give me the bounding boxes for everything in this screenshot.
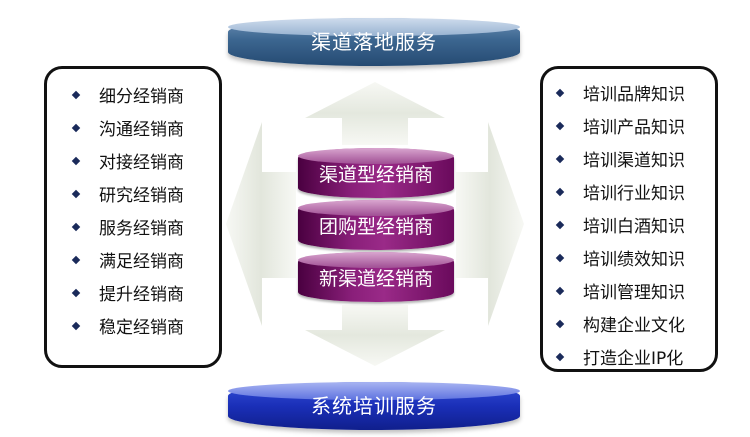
diamond-bullet-icon	[555, 352, 565, 361]
left-list-item: 对接经销商	[71, 144, 219, 177]
down-arrow	[305, 305, 445, 366]
center-stack-disc-new-channel: 新渠道经销商	[298, 252, 454, 302]
up-arrow	[305, 82, 445, 145]
left-list-item-label: 稳定经销商	[99, 318, 184, 338]
left-list: 细分经销商 沟通经销商 对接经销商 研究经销商 服务经销商 满足经销商 提升经销…	[47, 69, 219, 342]
diamond-bullet-icon	[71, 123, 81, 132]
right-list-item-label: 培训渠道知识	[583, 151, 685, 171]
left-list-box: 细分经销商 沟通经销商 对接经销商 研究经销商 服务经销商 满足经销商 提升经销…	[44, 66, 222, 368]
right-list-item: 培训绩效知识	[555, 241, 715, 274]
right-list-item-label: 培训白酒知识	[583, 217, 685, 237]
right-list: 培训品牌知识 培训产品知识 培训渠道知识 培训行业知识 培训白酒知识 培训绩效知…	[543, 69, 715, 373]
diamond-bullet-icon	[71, 189, 81, 198]
bottom-service-cylinder: 系统培训服务	[228, 382, 520, 430]
right-list-item: 构建企业文化	[555, 307, 715, 340]
right-list-item-label: 培训绩效知识	[583, 250, 685, 270]
left-list-item-label: 研究经销商	[99, 186, 184, 206]
right-list-item-label: 培训品牌知识	[583, 85, 685, 105]
center-stack-label: 渠道型经销商	[318, 164, 433, 186]
top-service-label: 渠道落地服务	[311, 30, 437, 54]
right-list-item-label: 培训行业知识	[583, 184, 685, 204]
left-list-item-label: 沟通经销商	[99, 120, 184, 140]
diamond-bullet-icon	[555, 187, 565, 196]
diamond-bullet-icon	[71, 222, 81, 231]
diamond-bullet-icon	[71, 255, 81, 264]
center-stack-label: 团购型经销商	[318, 216, 433, 238]
right-list-item: 培训管理知识	[555, 274, 715, 307]
diamond-bullet-icon	[555, 121, 565, 130]
right-list-item: 培训白酒知识	[555, 208, 715, 241]
left-list-item: 沟通经销商	[71, 111, 219, 144]
diamond-bullet-icon	[71, 156, 81, 165]
bottom-service-label: 系统培训服务	[311, 394, 437, 418]
left-list-item: 稳定经销商	[71, 309, 219, 342]
top-service-cylinder: 渠道落地服务	[228, 18, 520, 66]
right-list-item-label: 培训管理知识	[583, 283, 685, 303]
diamond-bullet-icon	[555, 286, 565, 295]
left-list-item: 服务经销商	[71, 210, 219, 243]
diamond-bullet-icon	[71, 288, 81, 297]
left-list-item-label: 细分经销商	[99, 87, 184, 107]
diamond-bullet-icon	[555, 88, 565, 97]
diamond-bullet-icon	[555, 319, 565, 328]
diamond-bullet-icon	[71, 321, 81, 330]
left-list-item: 细分经销商	[71, 78, 219, 111]
right-arrow	[456, 122, 524, 326]
center-stack-label: 新渠道经销商	[318, 268, 433, 290]
left-list-item: 提升经销商	[71, 276, 219, 309]
right-list-box: 培训品牌知识 培训产品知识 培训渠道知识 培训行业知识 培训白酒知识 培训绩效知…	[540, 66, 718, 372]
right-list-item: 培训品牌知识	[555, 76, 715, 109]
right-list-item: 打造企业IP化	[555, 340, 715, 373]
left-list-item: 满足经销商	[71, 243, 219, 276]
right-list-item: 培训产品知识	[555, 109, 715, 142]
right-list-item: 培训行业知识	[555, 175, 715, 208]
right-list-item: 培训渠道知识	[555, 142, 715, 175]
right-list-item-label: 培训产品知识	[583, 118, 685, 138]
diamond-bullet-icon	[555, 154, 565, 163]
left-list-item-label: 对接经销商	[99, 153, 184, 173]
right-list-item-label: 构建企业文化	[583, 316, 685, 336]
center-stack-disc-channel: 渠道型经销商	[298, 148, 454, 198]
diamond-bullet-icon	[555, 220, 565, 229]
center-stack-disc-group-buying: 团购型经销商	[298, 200, 454, 250]
diamond-bullet-icon	[71, 90, 81, 99]
right-list-item-label: 打造企业IP化	[583, 349, 684, 369]
left-list-item-label: 满足经销商	[99, 252, 184, 272]
left-list-item: 研究经销商	[71, 177, 219, 210]
left-list-item-label: 服务经销商	[99, 219, 184, 239]
left-arrow	[226, 122, 296, 326]
diamond-bullet-icon	[555, 253, 565, 262]
left-list-item-label: 提升经销商	[99, 285, 184, 305]
